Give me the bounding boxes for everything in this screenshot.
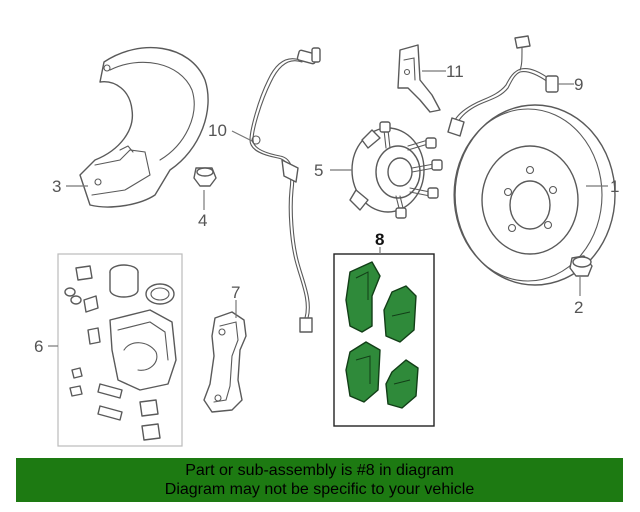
- brake-pad-1: [345, 261, 381, 333]
- hub-bearing-part[interactable]: [349, 121, 443, 219]
- callout-9: 9: [574, 75, 583, 94]
- callout-3: 3: [52, 177, 61, 196]
- bolt-part[interactable]: [193, 167, 217, 187]
- callout-1: 1: [610, 177, 619, 196]
- abs-sensor-wire-part[interactable]: [249, 47, 321, 333]
- brake-pad-set-part[interactable]: [333, 253, 435, 427]
- brake-rotor-part[interactable]: [453, 104, 616, 286]
- bracket-part[interactable]: [397, 44, 441, 113]
- banner-line-disclaimer: Diagram may not be specific to your vehi…: [164, 481, 475, 498]
- part-info-banner: Part or sub-assembly is #8 in diagram Di…: [16, 458, 623, 502]
- callout-11: 11: [446, 62, 464, 81]
- brake-pad-4: [385, 359, 419, 409]
- callout-8: 8: [375, 230, 384, 249]
- callout-2: 2: [574, 298, 583, 317]
- callout-6: 6: [34, 337, 43, 356]
- splash-shield-part[interactable]: [79, 46, 209, 208]
- callout-4: 4: [198, 211, 207, 230]
- brake-hose-part[interactable]: [447, 35, 559, 137]
- brake-pad-3: [345, 341, 381, 403]
- rotor-screw-part[interactable]: [569, 255, 593, 277]
- leader-lines: [48, 70, 608, 347]
- callout-10: 10: [208, 121, 227, 140]
- banner-line-part: Part or sub-assembly is #8 in diagram: [185, 462, 454, 479]
- callout-7: 7: [231, 283, 240, 302]
- brake-parts-diagram: 1 2 3 4 5 6 7 8 9 10 11: [34, 35, 619, 447]
- callout-5: 5: [314, 161, 323, 180]
- caliper-assembly-part[interactable]: [57, 253, 183, 447]
- caliper-bracket-part[interactable]: [203, 311, 247, 413]
